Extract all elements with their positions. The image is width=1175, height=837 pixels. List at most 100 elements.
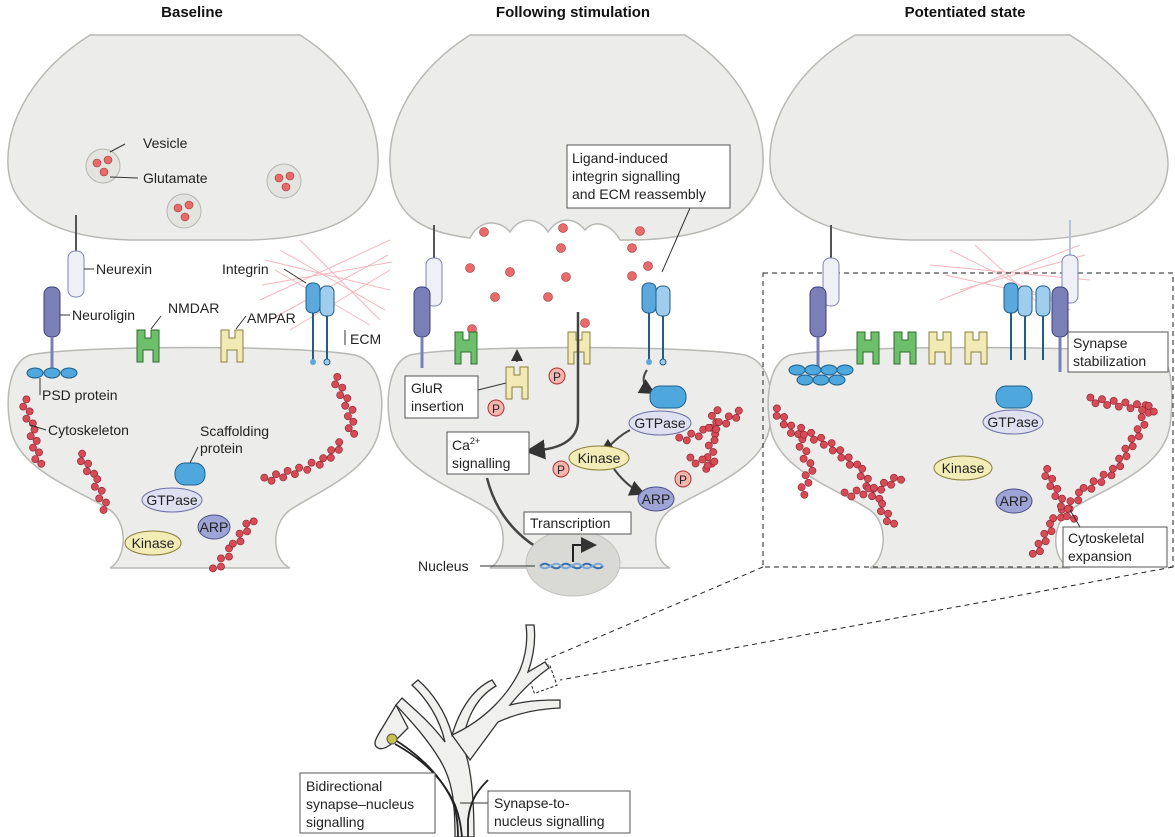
actin-bead: [1043, 464, 1052, 473]
callout-bidirectional-line3: signalling: [306, 814, 364, 830]
actin-bead: [97, 486, 106, 495]
arp-baseline: [197, 514, 231, 540]
actin-bead: [1079, 483, 1088, 492]
label-ampar: AMPAR: [247, 310, 296, 326]
actin-bead: [319, 454, 328, 463]
label-kinase-stim: Kinase: [578, 450, 621, 466]
actin-bead: [77, 457, 85, 466]
callout-ligand-box: [566, 144, 731, 209]
actin-bead: [1121, 398, 1130, 407]
actin-bead: [1047, 527, 1056, 536]
actin-bead: [799, 454, 808, 463]
actin-bead: [708, 411, 716, 420]
actin-bead: [243, 527, 251, 536]
actin-bead: [1040, 529, 1049, 538]
actin-bead: [349, 417, 358, 426]
actin-bead: [1137, 413, 1146, 422]
actin-bead: [827, 439, 836, 447]
actin-bead: [249, 517, 258, 526]
actin-bead: [773, 404, 781, 413]
actin-bead: [1058, 494, 1066, 503]
actin-bead: [102, 498, 110, 507]
actin-bead: [37, 459, 46, 468]
actin-bead: [84, 459, 92, 468]
actin-bead: [795, 442, 804, 451]
kinase-pot: [933, 455, 993, 481]
actin-bead: [772, 411, 781, 420]
actin-bead: [25, 407, 34, 416]
actin-bead: [1116, 462, 1125, 471]
actin-bead: [897, 475, 905, 484]
actin-bead: [870, 483, 878, 492]
actin-bead: [83, 467, 91, 476]
postsynaptic-spine-baseline: [7, 346, 383, 569]
callout-stabilization-box: [1067, 331, 1169, 373]
actin-bead: [787, 421, 796, 430]
actin-bead: [878, 499, 886, 508]
actin-bead: [272, 470, 280, 479]
actin-bead: [887, 480, 895, 489]
presynaptic-terminal-stimulation: [389, 34, 764, 241]
label-scaffolding-line2: protein: [200, 440, 243, 456]
actin-bead: [806, 459, 815, 468]
actin-bead: [1036, 547, 1044, 556]
actin-bead: [808, 466, 817, 475]
arp-stim: [637, 486, 675, 512]
label-gtpase-baseline: GTPase: [146, 492, 198, 508]
actin-bead: [290, 470, 299, 478]
callout-bidirectional-box: [299, 772, 436, 834]
ampar-inserting: [505, 366, 529, 400]
actin-bead: [840, 488, 849, 497]
actin-bead: [714, 418, 723, 426]
actin-bead: [713, 406, 722, 415]
actin-bead: [327, 446, 336, 455]
actin-bead: [217, 554, 225, 563]
actin-bead: [1048, 474, 1057, 483]
label-psd-protein: PSD protein: [42, 387, 117, 403]
actin-bead: [844, 453, 853, 462]
actin-bead: [856, 472, 865, 481]
actin-bead: [853, 460, 862, 469]
actin-bead: [1122, 452, 1131, 461]
actin-bead: [78, 449, 86, 458]
actin-bead: [710, 436, 719, 445]
panel-title-potentiated: Potentiated state: [904, 4, 1026, 21]
actin-bead: [779, 420, 788, 429]
actin-bead: [335, 438, 344, 447]
gtpase-protein-pot: [995, 385, 1033, 409]
actin-bead: [732, 413, 741, 422]
actin-bead: [99, 506, 108, 514]
ampar-receptors-pot: [928, 331, 988, 365]
actin-bead: [1049, 514, 1058, 523]
actin-bead: [1115, 454, 1123, 463]
actin-bead: [225, 552, 233, 561]
actin-bead: [235, 529, 244, 538]
actin-bead: [1135, 432, 1143, 441]
actin-filaments-stim: [675, 406, 743, 473]
actin-bead: [1114, 402, 1123, 411]
actin-bead: [1133, 400, 1141, 409]
actin-bead: [1041, 472, 1050, 480]
integrin: [305, 282, 335, 366]
actin-bead: [682, 436, 691, 445]
actin-bead: [1057, 502, 1065, 511]
phospho-label: P: [679, 473, 687, 487]
actin-bead: [19, 402, 28, 411]
phospho-label: P: [492, 402, 500, 416]
callout-ca-base: Ca: [452, 437, 470, 453]
actin-bead: [734, 406, 743, 415]
zoom-line-right: [559, 566, 1174, 681]
callout-ca-sup: 2+: [470, 436, 480, 446]
actin-bead: [1066, 497, 1075, 505]
actin-bead: [712, 425, 721, 434]
actin-bead: [1133, 425, 1142, 434]
actin-bead: [1126, 404, 1135, 413]
callout-stabilization-line2: stabilization: [1073, 353, 1146, 369]
gtpase-pot: [982, 409, 1044, 435]
zoom-line-left: [544, 566, 764, 661]
actin-bead: [1140, 420, 1149, 429]
actin-bead: [868, 492, 876, 501]
callout-ligand-line1: Ligand-induced: [572, 150, 668, 166]
actin-bead: [836, 446, 845, 455]
kinase-baseline: [124, 530, 182, 556]
